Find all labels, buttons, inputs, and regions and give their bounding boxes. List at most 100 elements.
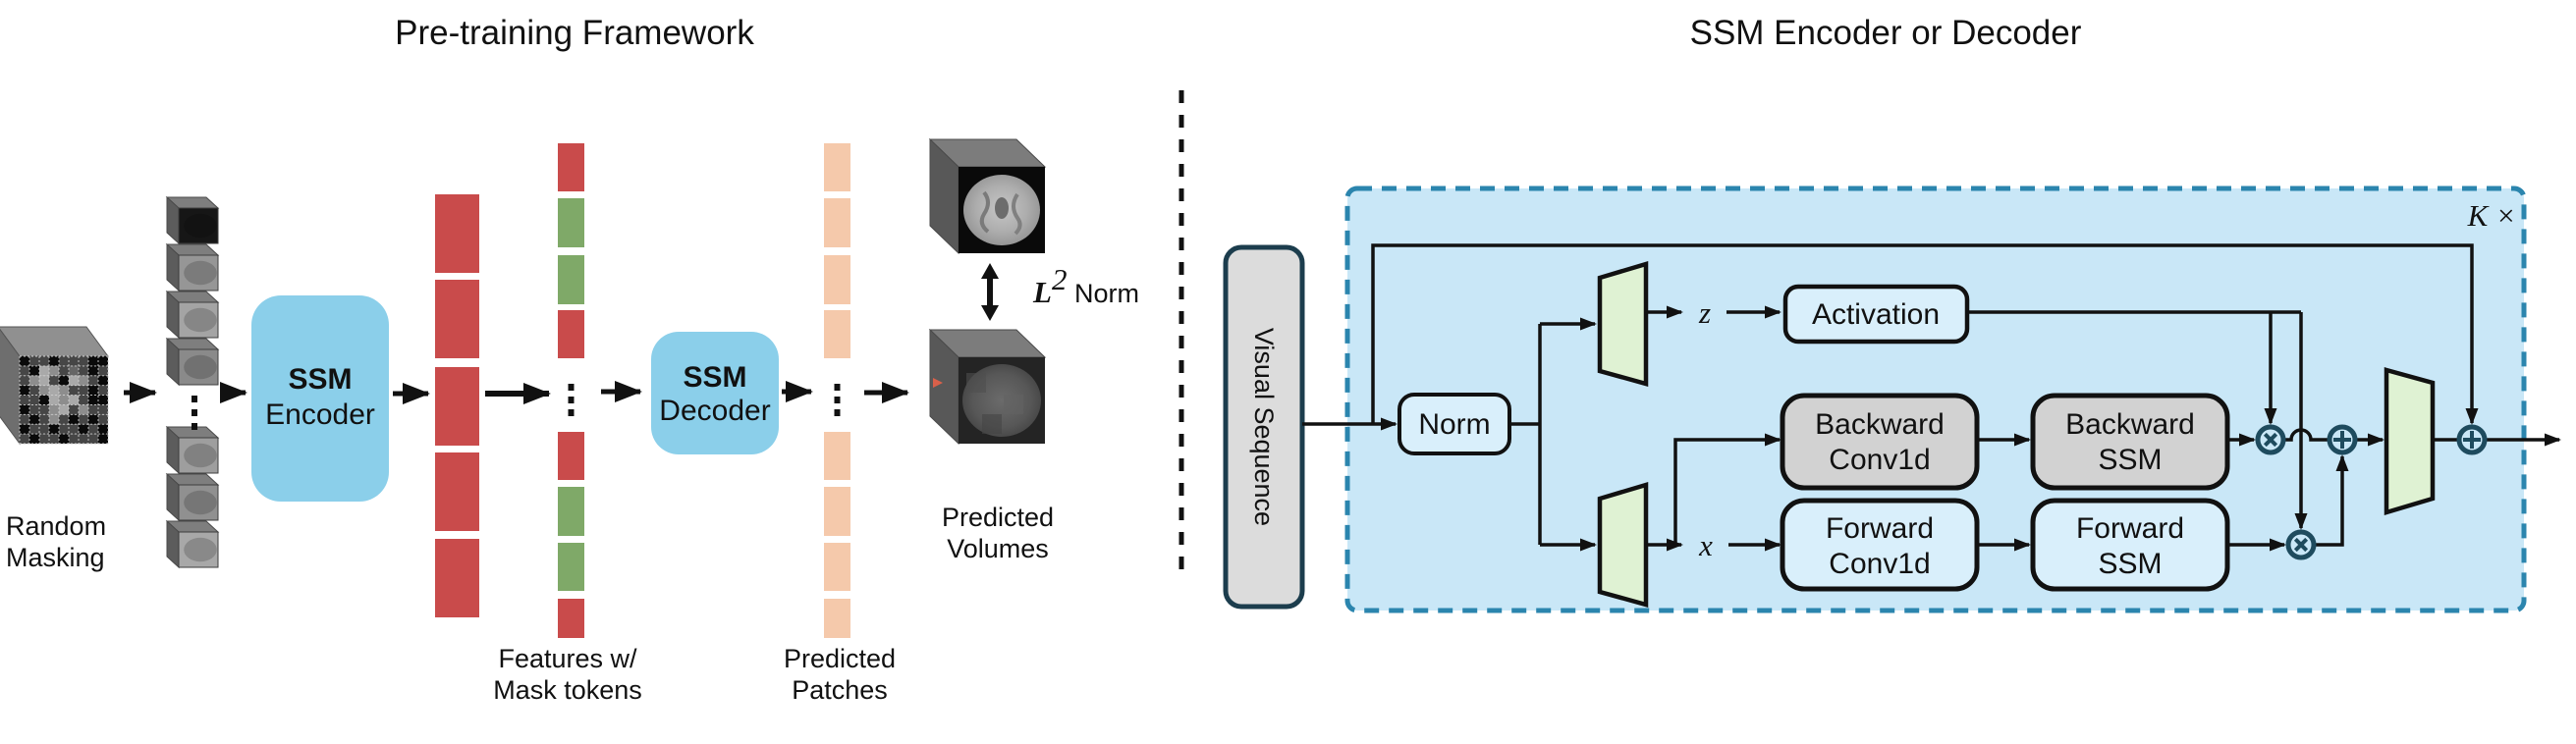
mask-grid-cell [39,385,49,396]
right-panel-connectors [1302,243,2561,552]
token-bar-red [435,539,479,617]
token-bar-peach [824,310,850,358]
mask-grid-cell [20,395,29,405]
mask-grid-cell [98,414,108,425]
mask-grid-cell [49,395,59,405]
mask-grid-cell [69,365,79,376]
token-bar-peach [824,543,850,591]
mask-grid-cell [59,375,69,386]
norm-box [1398,393,1511,455]
token-column-encoded [435,194,479,617]
forward-conv1d-label-line2: Conv1d [1829,548,1930,580]
features-label-line1: Features w/ [498,644,637,673]
mask-grid-cell [29,375,39,386]
add-op-residual-part [2463,431,2481,449]
token-bar-green [558,198,584,247]
ground-truth-volume [928,137,1047,255]
activation-label: Activation [1812,298,1940,331]
token-bar-peach [824,143,850,191]
mask-grid-cell [98,404,108,415]
backward-ssm-block: Backward SSM [2030,393,2230,491]
random-masking-label-line2: Masking [6,543,105,572]
visual-sequence-box [1223,244,1305,610]
z-branch-label: z [1698,295,1711,330]
mask-grid-cell [98,375,108,386]
mask-grid-cell [59,395,69,405]
token-bar-red [435,452,479,531]
token-bar-peach [824,432,850,480]
mask-grid-cell [39,404,49,415]
gt-brain-ventricle [995,197,1009,219]
mask-grid-cell [59,424,69,435]
column-ellipsis-dot [834,384,841,391]
features-label-line2: Mask tokens [493,675,642,705]
token-bar-green [558,255,584,304]
mask-grid-cell [39,365,49,376]
mask-grid-cell [69,395,79,405]
l2-norm-label-part: Norm [1067,279,1139,308]
mask-grid-cell [29,395,39,405]
patch-column-ellipsis-part [192,409,197,416]
x-branch-label: x [1698,528,1713,562]
add-op-bidirectional-part [2333,431,2351,449]
mask-grid-cell [88,365,98,376]
backward-ssm-label-line1: Backward [2065,408,2195,441]
mask-grid-cell [79,404,88,415]
patch-cube-front-face [178,437,219,474]
visible-patch-cubes [165,195,220,569]
token-bar-red [558,143,584,191]
token-bar-red [435,194,479,273]
mask-grid-cell [29,414,39,425]
patch-cube-texture [184,307,217,333]
token-bar-green [558,487,584,536]
patch-cube-texture [184,443,217,468]
mask-grid-cell [49,375,59,386]
mask-grid-cell [88,385,98,396]
activation-block: Activation [1782,284,1970,345]
mask-grid-cell [20,434,29,444]
token-bar-peach [824,487,850,536]
mask-grid-cell [29,434,39,444]
mask-grid-cell [79,365,88,376]
red-marker-artifact [933,378,943,388]
connector-x-to-backward-conv [1673,433,1781,545]
column-ellipsis-dot [568,409,575,416]
token-bar-green [558,543,584,591]
mask-grid-cell [20,414,29,425]
mask-grid-cell [98,365,108,376]
ssm-decoder-label-line1: SSM [683,361,746,394]
mask-grid-cell [59,404,69,415]
patch-cube-front-face [178,348,219,386]
patch-cube-texture [184,537,217,562]
l2-arrow-down-head [981,305,999,321]
mask-grid-cell [29,424,39,435]
k-times-repeat-label: K × [2467,198,2516,233]
token-bar-red [435,280,479,358]
backward-conv1d-block: Backward Conv1d [1780,393,1980,491]
mask-grid-cell [69,385,79,396]
mask-grid-cell [79,424,88,435]
pred-brain-patch [1004,395,1023,414]
patch-cube-texture [184,213,217,239]
mask-grid-cell [59,385,69,396]
output-projection-trapezoid [2384,367,2436,516]
mask-grid-cell [88,395,98,405]
forward-ssm-label-line1: Forward [2076,512,2184,545]
mask-grid-cell [39,414,49,425]
backward-conv1d-box [1780,393,1980,491]
mask-grid-cell [88,356,98,366]
mask-grid-cell [39,395,49,405]
backward-conv1d-label-line1: Backward [1815,408,1945,441]
mask-grid-cell [98,395,108,405]
mask-grid-cell [39,375,49,386]
mask-grid-cell [49,385,59,396]
masked-input-volume [0,326,109,446]
mask-grid-cell [49,434,59,444]
mask-grid-cell [79,356,88,366]
patch-cube-front-face [178,531,219,568]
mask-grid-cell [88,414,98,425]
backward-ssm-label-line2: SSM [2098,444,2162,476]
ssm-decoder-label-line2: Decoder [659,395,770,427]
token-bar-red [558,599,584,638]
mask-grid-cell [49,404,59,415]
